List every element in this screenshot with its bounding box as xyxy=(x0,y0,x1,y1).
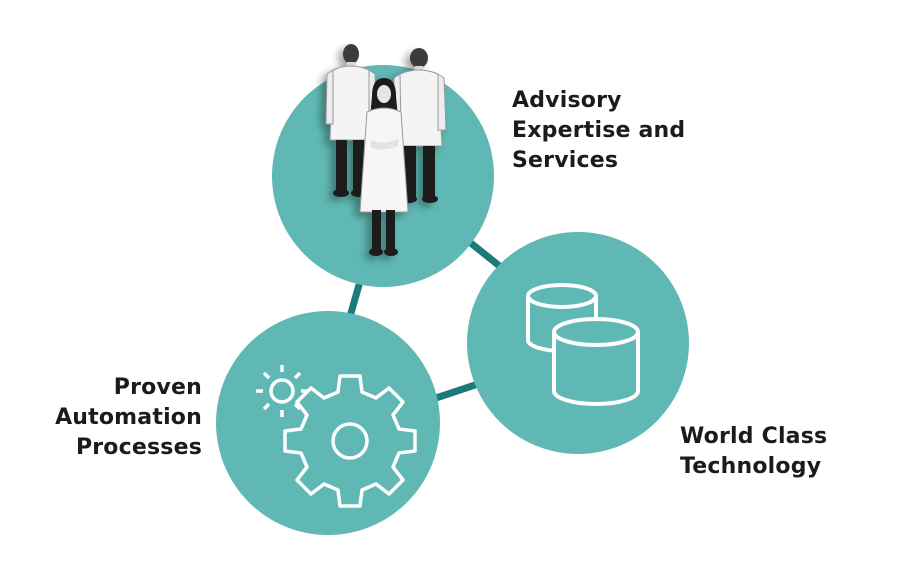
advisory-label: Advisory Expertise and Services xyxy=(512,86,685,176)
connector-automation-technology xyxy=(434,380,480,402)
large-gear-icon xyxy=(283,374,417,508)
database-cylinders-icon xyxy=(526,283,640,406)
automation-label-line-1: Proven xyxy=(113,375,202,400)
automation-label: Proven Automation Processes xyxy=(55,373,202,463)
advisory-label-line-2: Expertise and xyxy=(512,118,686,143)
technology-label-line-2: Technology xyxy=(680,454,822,479)
professionals-in-lab-coats-icon xyxy=(325,44,447,256)
small-gear-icon xyxy=(256,365,308,417)
gears-icon xyxy=(256,365,417,508)
connector-advisory-automation xyxy=(345,277,365,321)
automation-circle xyxy=(216,311,440,535)
automation-label-line-3: Processes xyxy=(75,435,202,460)
person-woman-icon xyxy=(359,78,409,256)
technology-label: World Class Technology xyxy=(680,422,827,482)
advisory-label-line-3: Services xyxy=(512,148,619,173)
technology-label-line-1: World Class xyxy=(680,424,828,449)
advisory-label-line-1: Advisory xyxy=(512,88,622,113)
automation-label-line-2: Automation xyxy=(55,405,202,430)
